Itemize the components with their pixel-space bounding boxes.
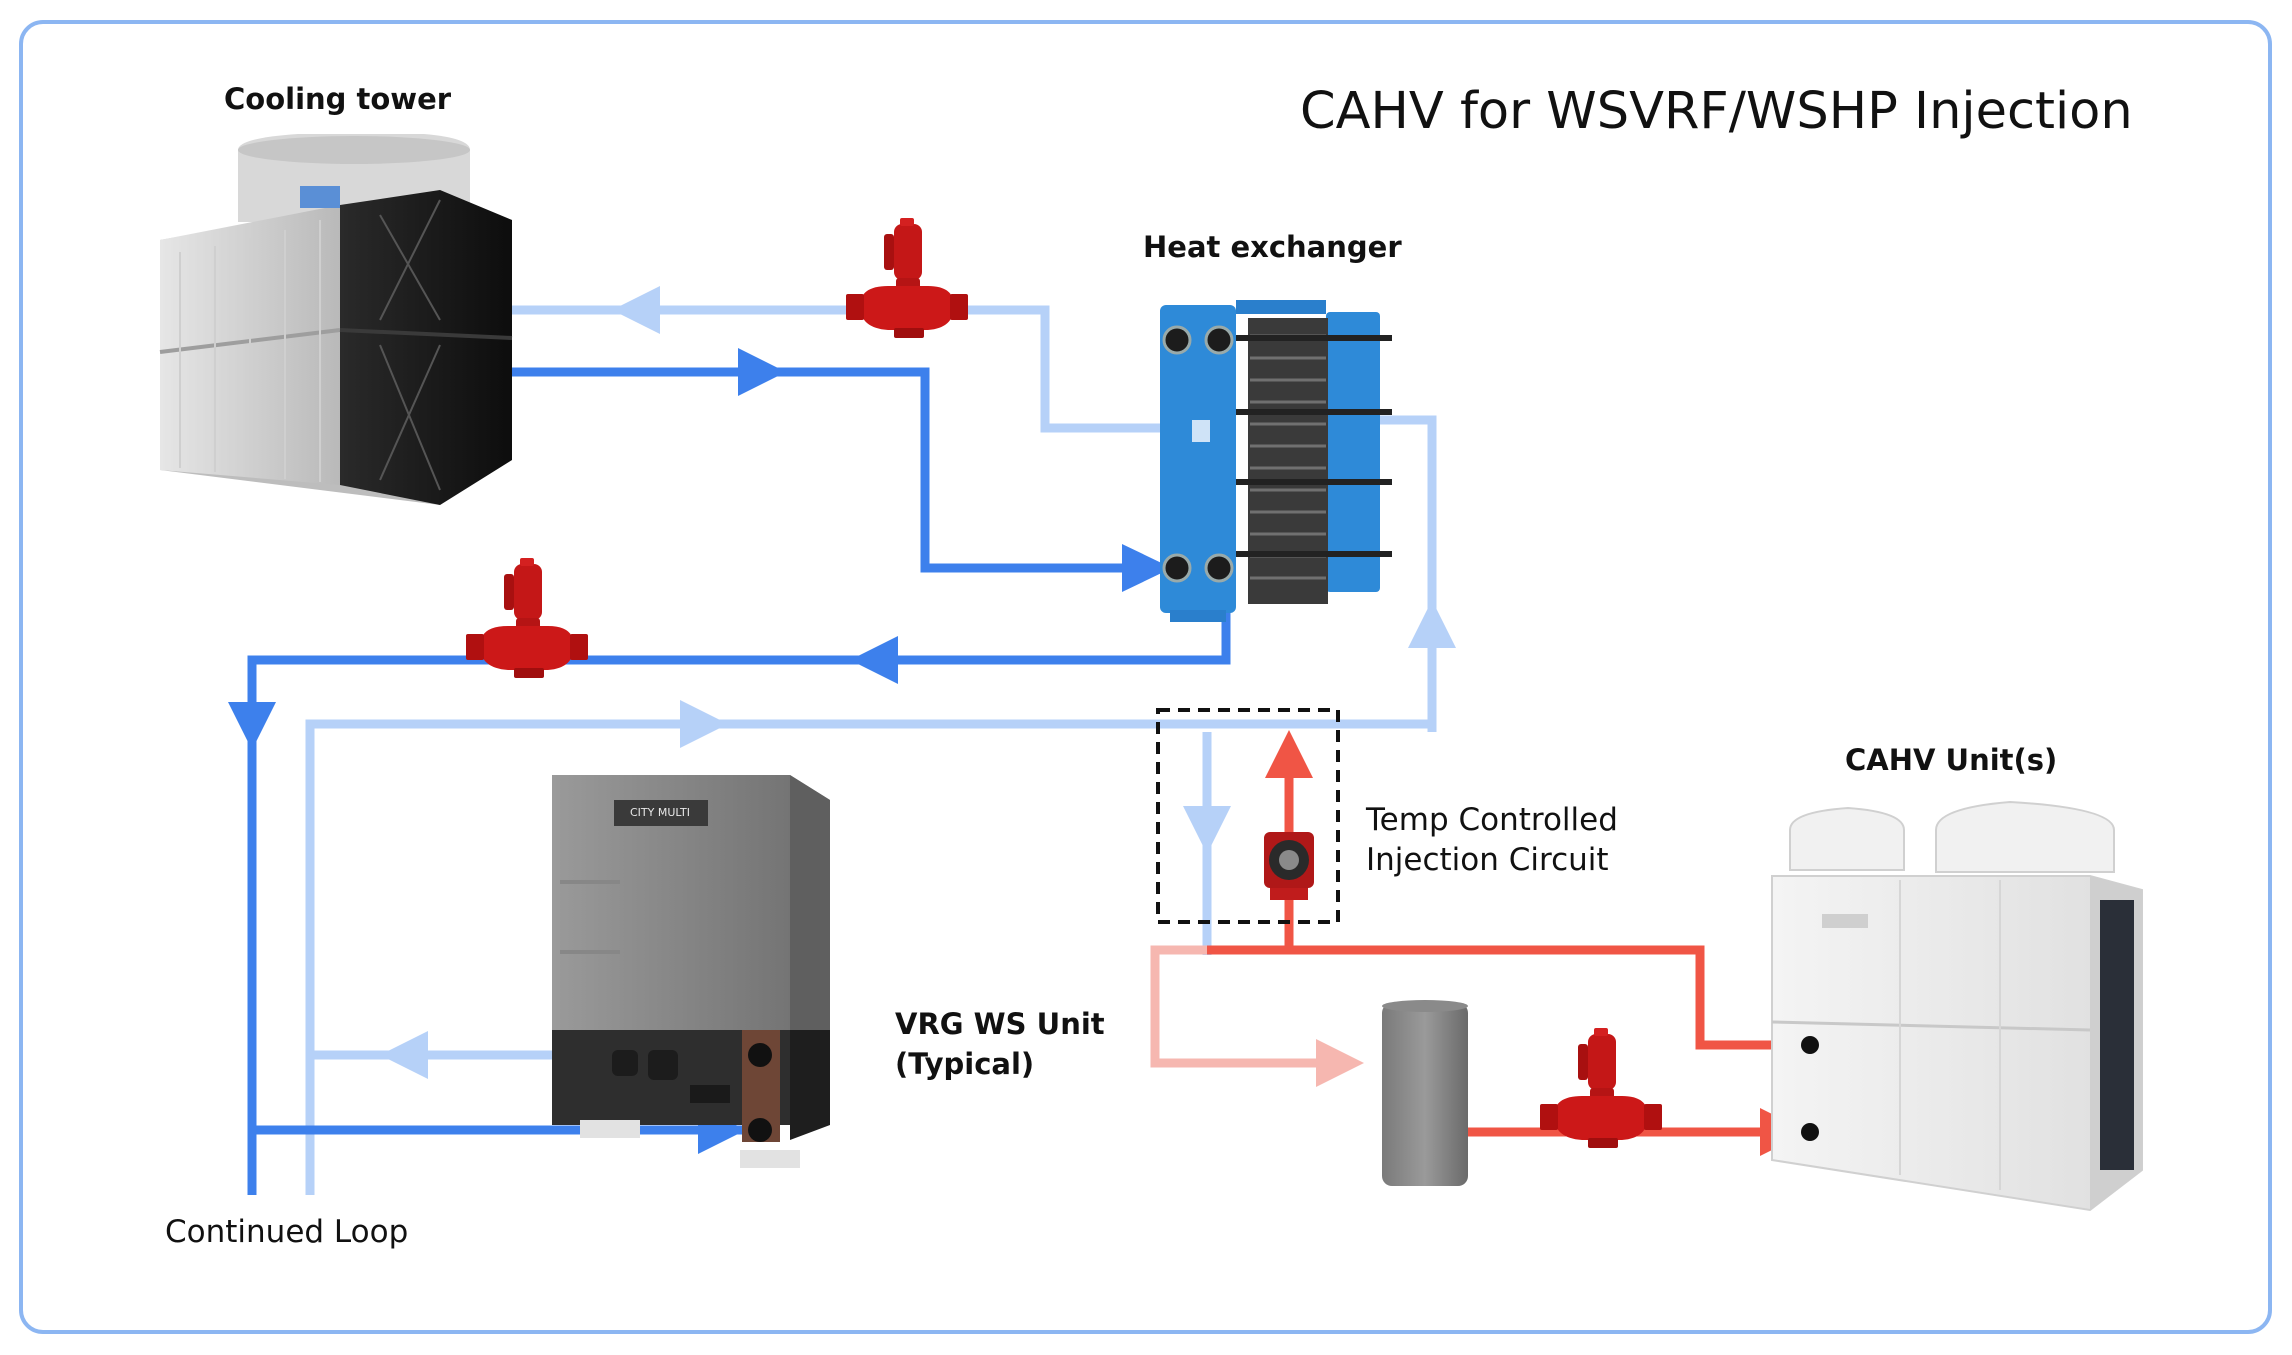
arrow-pink-right <box>1316 1039 1364 1087</box>
circulator-pump-image <box>1264 832 1314 900</box>
arrow-light-right-mid <box>680 700 728 748</box>
arrow-dark-right-top <box>738 348 786 396</box>
pipe-tower-supply <box>512 367 1152 573</box>
label-cahv-units: CAHV Unit(s) <box>1845 743 2058 777</box>
label-injection-circuit: Temp Controlled Injection Circuit <box>1366 800 1618 880</box>
buffer-tank-image <box>1382 1000 1468 1186</box>
pipe-pink-to-tank <box>1150 945 1330 1068</box>
pipe-red-hot <box>1207 945 1808 1050</box>
label-heat-exchanger: Heat exchanger <box>1143 230 1402 264</box>
heat-exchanger-image <box>1160 300 1392 622</box>
pump-top <box>846 218 968 338</box>
pipe-tower-return <box>512 305 1180 433</box>
arrow-dark-right-hx <box>1122 544 1172 592</box>
frame-border <box>19 20 2272 1334</box>
vrg-badge-text: CITY MULTI <box>630 806 690 819</box>
arrow-red-up-inj <box>1265 730 1313 778</box>
label-continued-loop: Continued Loop <box>165 1214 409 1250</box>
cahv-unit-image <box>1771 800 2143 1212</box>
pump-tank <box>1540 1028 1662 1148</box>
arrow-dark-left-mid <box>850 636 898 684</box>
arrow-dark-down-left <box>228 702 276 750</box>
vrg-ws-unit-image <box>552 775 830 1168</box>
label-vrg-line1: VRG WS Unit <box>895 1007 1105 1041</box>
label-cooling-tower: Cooling tower <box>224 82 452 116</box>
label-injection-line2: Injection Circuit <box>1366 842 1609 878</box>
pipe-loop-supply <box>247 612 1231 1195</box>
arrow-light-left-vrg <box>380 1031 428 1079</box>
label-vrg-line2: (Typical) <box>895 1047 1035 1081</box>
pump-left <box>466 558 588 678</box>
cooling-tower-image <box>159 134 513 505</box>
pipe-loop-return <box>305 719 1432 1195</box>
arrow-light-down-inj <box>1183 806 1231 854</box>
label-vrg-ws-unit: VRG WS Unit (Typical) <box>895 1004 1105 1084</box>
arrow-light-left-top <box>612 286 660 334</box>
injection-dashed-box <box>1156 708 1340 924</box>
arrow-light-up-right <box>1408 600 1456 648</box>
page-title: CAHV for WSVRF/WSHP Injection <box>1300 82 2133 141</box>
label-injection-line1: Temp Controlled <box>1366 802 1618 838</box>
